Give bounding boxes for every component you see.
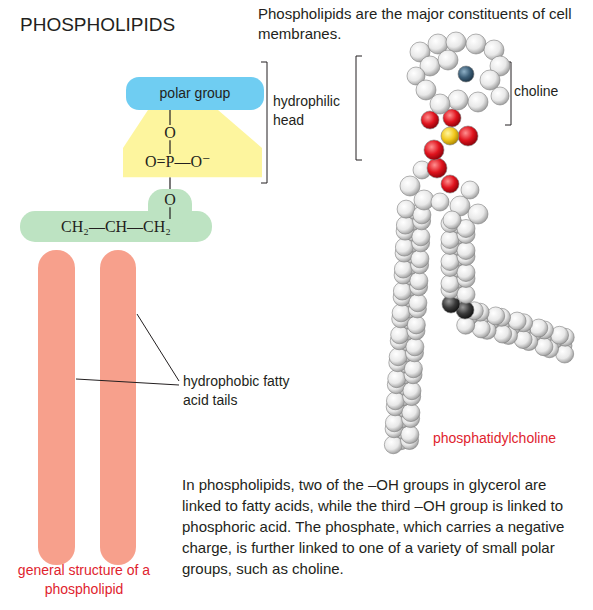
figure-title: PHOSPHOLIPIDS [20, 12, 175, 38]
atom-sphere [430, 94, 450, 114]
atom-sphere [407, 316, 425, 334]
fatty-acid-tail [100, 250, 136, 565]
atom-sphere [438, 50, 458, 70]
atom-sphere [427, 158, 447, 178]
phosphate-group: O O=P—O⁻ [123, 110, 262, 177]
atom-sphere [446, 32, 466, 52]
head-bracket [356, 56, 362, 160]
bracket-label: choline [514, 82, 589, 101]
atom-sphere [404, 360, 422, 378]
atom-sphere [448, 90, 468, 110]
atom-sphere [441, 275, 459, 293]
atom-sphere [441, 127, 459, 145]
glycerol-backbone: O CH₂—CH—CH₂ [20, 189, 212, 242]
body-note: In phospholipids, two of the –OH groups … [182, 474, 584, 579]
atom-sphere [406, 338, 424, 356]
chemical-formula: O [164, 190, 176, 209]
leader-line [76, 379, 179, 385]
atom-sphere [409, 294, 427, 312]
group-label: polar group [160, 85, 231, 102]
atom-sphere [508, 312, 526, 330]
atom-sphere [461, 181, 479, 199]
atom-sphere [412, 228, 430, 246]
atom-sphere [458, 126, 478, 146]
leader-line [137, 314, 179, 381]
atom-sphere [401, 426, 419, 444]
atom-sphere [421, 111, 439, 129]
bond-line [169, 110, 170, 125]
atom-sphere [411, 250, 429, 268]
atom-sphere [468, 92, 488, 112]
atom-sphere [443, 211, 461, 229]
chemical-formula: CH₂—CH—CH₂ [61, 217, 171, 236]
figure-caption: phosphatidylcholine [433, 429, 583, 448]
bracket-label: hydrophilic head [273, 92, 353, 130]
figure-caption: general structure of a phospholipid [14, 561, 154, 599]
atom-sphere [441, 253, 459, 271]
phosphate-shape [123, 110, 262, 177]
atom-sphere [402, 404, 420, 422]
atom-sphere [457, 286, 475, 304]
fatty-acid-tail [38, 250, 75, 565]
bond-line [169, 207, 170, 219]
polar-group-box: polar group [126, 77, 264, 110]
intro-note: Phospholipids are the major constituents… [258, 4, 588, 45]
atom-sphere [431, 193, 449, 211]
atom-sphere [424, 140, 444, 160]
atom-sphere [403, 382, 421, 400]
atom-sphere [458, 66, 474, 82]
chemical-formula: O [164, 123, 176, 142]
atom-sphere [410, 272, 428, 290]
atom-sphere [441, 175, 459, 193]
atom-sphere [457, 264, 475, 282]
atom-sphere [466, 34, 486, 54]
atom-sphere [480, 70, 500, 90]
bond-line [169, 140, 170, 154]
atom-sphere [457, 242, 475, 260]
chemical-formula: O=P—O⁻ [145, 152, 210, 171]
atom-sphere [468, 204, 488, 224]
atom-sphere [441, 231, 459, 249]
atom-sphere [397, 200, 415, 218]
part-label: hydrophobic fatty acid tails [183, 372, 295, 410]
bond-line [169, 177, 170, 189]
atom-sphere [491, 87, 509, 105]
atom-sphere [487, 307, 505, 325]
